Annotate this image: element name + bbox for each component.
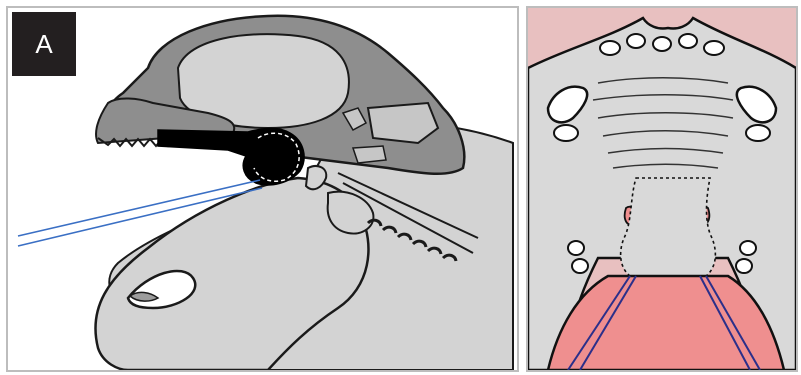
airway-dark [158,128,304,185]
small-sinus-2 [353,146,386,163]
panel-a: A [6,6,519,372]
oral-cavity-view-icon [528,8,796,370]
sagittal-head-section-icon [8,8,517,370]
panel-a-label: A [12,12,76,76]
panel-b [526,6,798,372]
nasal-sinus [368,103,438,143]
soft-palate [621,178,716,276]
